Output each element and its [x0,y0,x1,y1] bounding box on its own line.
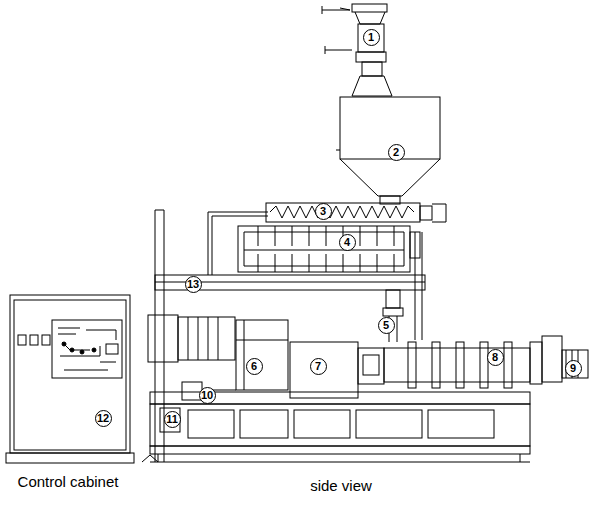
callout-number: 5 [378,317,395,334]
callout-number: 11 [164,411,181,428]
callout-number: 7 [310,358,327,375]
callout-number: 1 [363,29,380,46]
callout-number: 3 [315,203,332,220]
callout-number: 2 [388,144,405,161]
callout-number: 4 [339,234,356,251]
caption-label: side view [310,477,372,495]
callout-number: 12 [95,410,112,427]
callout-number: 9 [565,360,582,377]
callout-number: 10 [199,387,216,404]
callout-number: 13 [185,276,202,293]
caption-label: Control cabinet [18,473,119,491]
callout-number: 8 [487,349,504,366]
callout-number: 6 [246,358,263,375]
